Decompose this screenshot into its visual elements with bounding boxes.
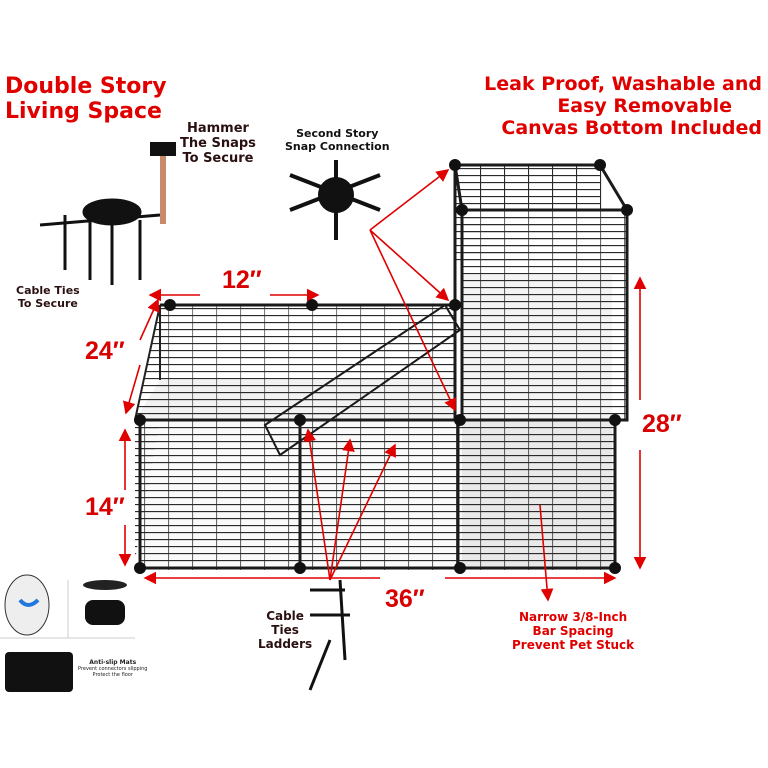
hammer-icon <box>150 142 176 224</box>
dimension-36: 36″ <box>385 585 425 613</box>
headline-right-line: Canvas Bottom Included <box>501 116 762 139</box>
snap-callout: Second Story Snap Connection <box>285 127 390 153</box>
headline-right-line: Leak Proof, Washable and <box>484 73 762 95</box>
ladder-detail-icon <box>308 579 350 691</box>
callout-line: Second Story <box>296 127 379 140</box>
anti-slip-mat-icons <box>0 574 135 692</box>
cable-tie-connector-icon <box>39 198 161 285</box>
ladder <box>263 303 462 457</box>
headline-left-line: Double Story <box>5 74 167 99</box>
callout-line: Prevent Pet Stuck <box>512 637 635 652</box>
dimension-14: 14″ <box>85 493 125 521</box>
callout-line: Narrow 3/8-Inch <box>518 610 628 624</box>
mats-callout: Anti-slip Mats Prevent connectors slippi… <box>78 659 148 678</box>
callout-line: Hammer <box>186 121 249 136</box>
ladders-callout: Cable Ties Ladders <box>258 609 313 651</box>
callout-line: Cable Ties <box>16 284 80 297</box>
cable-ties-callout: Cable Ties To Secure <box>16 284 80 310</box>
callout-line: To Secure <box>17 296 78 310</box>
snap-connector-icon <box>289 160 381 240</box>
callout-line: Snap Connection <box>285 139 390 153</box>
callout-line: Protect the floor <box>92 671 133 678</box>
callout-line: To Secure <box>182 150 254 166</box>
callout-line: Bar Spacing <box>532 623 614 638</box>
headline-right: Leak Proof, Washable and Easy Removable … <box>484 73 762 140</box>
callout-line: Cable <box>266 609 304 623</box>
callout-line: Prevent connectors slipping <box>78 665 148 672</box>
headline-left: Double Story Living Space <box>5 74 167 125</box>
spacing-callout: Narrow 3/8-Inch Bar Spacing Prevent Pet … <box>512 610 635 652</box>
headline-right-line: Easy Removable <box>557 94 732 117</box>
callout-line: Ties <box>271 622 299 637</box>
callout-line: Ladders <box>258 636 313 651</box>
callout-line: Anti-slip Mats <box>89 659 137 666</box>
headline-left-line: Living Space <box>5 99 162 125</box>
dimension-28: 28″ <box>642 410 682 438</box>
hammer-callout: Hammer The Snaps To Secure <box>180 121 256 167</box>
callout-line: The Snaps <box>180 135 256 151</box>
dimension-24: 24″ <box>85 337 125 365</box>
dimension-12: 12″ <box>222 266 262 294</box>
